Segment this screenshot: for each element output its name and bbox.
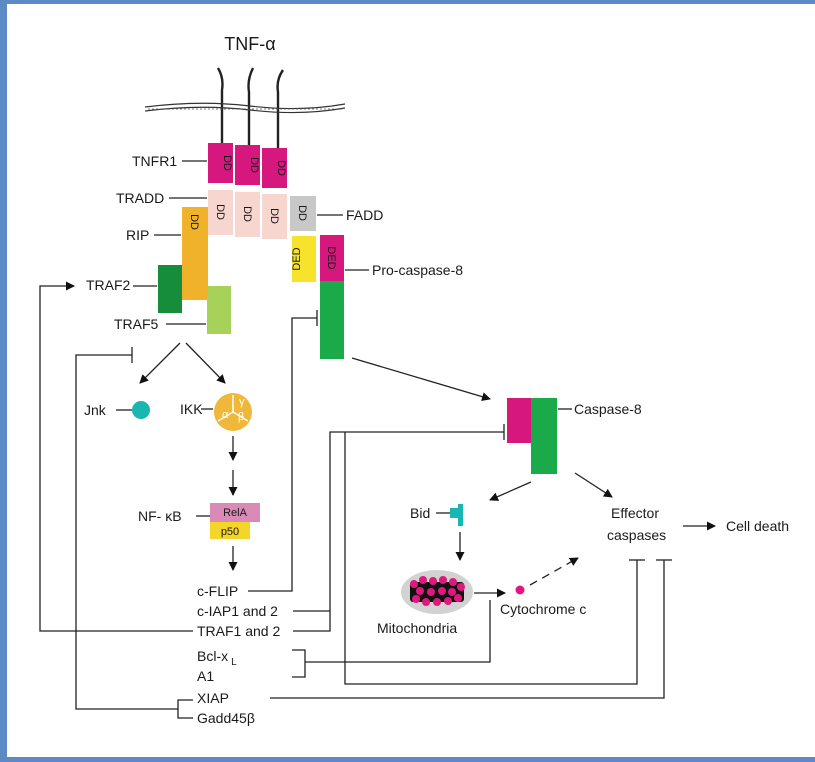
dd-label: DD xyxy=(268,208,280,224)
p50-label: p50 xyxy=(221,526,239,538)
label-caspases: caspases xyxy=(607,527,666,543)
label-xiap: XIAP xyxy=(197,690,229,706)
label-tnfr1: TNFR1 xyxy=(132,153,177,169)
ikk-gamma: γ xyxy=(239,396,245,408)
jnk-dot xyxy=(132,401,150,419)
label-rip: RIP xyxy=(126,227,149,243)
label-gadd: Gadd45β xyxy=(197,710,255,726)
ciap-effector-inhibition xyxy=(345,432,645,684)
label-cflip: c-FLIP xyxy=(197,583,238,599)
dd-label: DD xyxy=(275,160,287,176)
label-nfkb: NF- κB xyxy=(138,508,182,524)
label-celldeath: Cell death xyxy=(726,518,789,534)
cytochrome-dot xyxy=(516,586,525,595)
dd-label: DD xyxy=(221,155,233,171)
rela-label: RelA xyxy=(223,507,248,519)
dd-label: DD xyxy=(188,214,200,230)
label-tradd: TRADD xyxy=(116,190,164,206)
label-traf12: TRAF1 and 2 xyxy=(197,623,280,639)
label-mitochondria: Mitochondria xyxy=(377,620,457,636)
traf2-box xyxy=(158,265,182,313)
ciap-caspase8-inhibition xyxy=(293,424,504,631)
label-bid: Bid xyxy=(410,505,430,521)
procaspase8-body xyxy=(320,281,344,359)
label-ikk: IKK xyxy=(180,401,203,417)
ded-label: DED xyxy=(325,246,337,269)
caspase8-magenta xyxy=(507,398,531,443)
title-tnf-alpha: TNF-α xyxy=(224,34,275,54)
bid-icon xyxy=(450,504,463,526)
traf5-box xyxy=(207,286,231,334)
label-procaspase8: Pro-caspase-8 xyxy=(372,262,463,278)
ikk-alpha: α xyxy=(222,409,229,421)
dd-label: DD xyxy=(241,206,253,222)
label-ciap: c-IAP1 and 2 xyxy=(197,603,278,619)
label-effector: Effector xyxy=(611,505,659,521)
label-fadd: FADD xyxy=(346,207,383,223)
label-traf2: TRAF2 xyxy=(86,277,131,293)
traf-feedback-loop xyxy=(40,286,193,631)
caspase8-green xyxy=(531,398,557,474)
label-caspase8: Caspase-8 xyxy=(574,401,642,417)
ded-label: DED xyxy=(291,247,303,270)
label-traf5: TRAF5 xyxy=(114,316,159,332)
dd-label: DD xyxy=(248,157,260,173)
cell-membrane xyxy=(145,103,345,112)
label-cytochrome: Cytochrome c xyxy=(500,601,586,617)
dd-label: DD xyxy=(214,204,226,220)
label-jnk: Jnk xyxy=(84,402,107,418)
ikk-complex: γ α β xyxy=(214,393,252,431)
dd-label: DD xyxy=(296,205,308,221)
ikk-beta: β xyxy=(238,411,244,423)
mitochondria-icon xyxy=(401,570,473,614)
label-a1: A1 xyxy=(197,668,214,684)
cflip-inhibition-line xyxy=(248,310,317,591)
